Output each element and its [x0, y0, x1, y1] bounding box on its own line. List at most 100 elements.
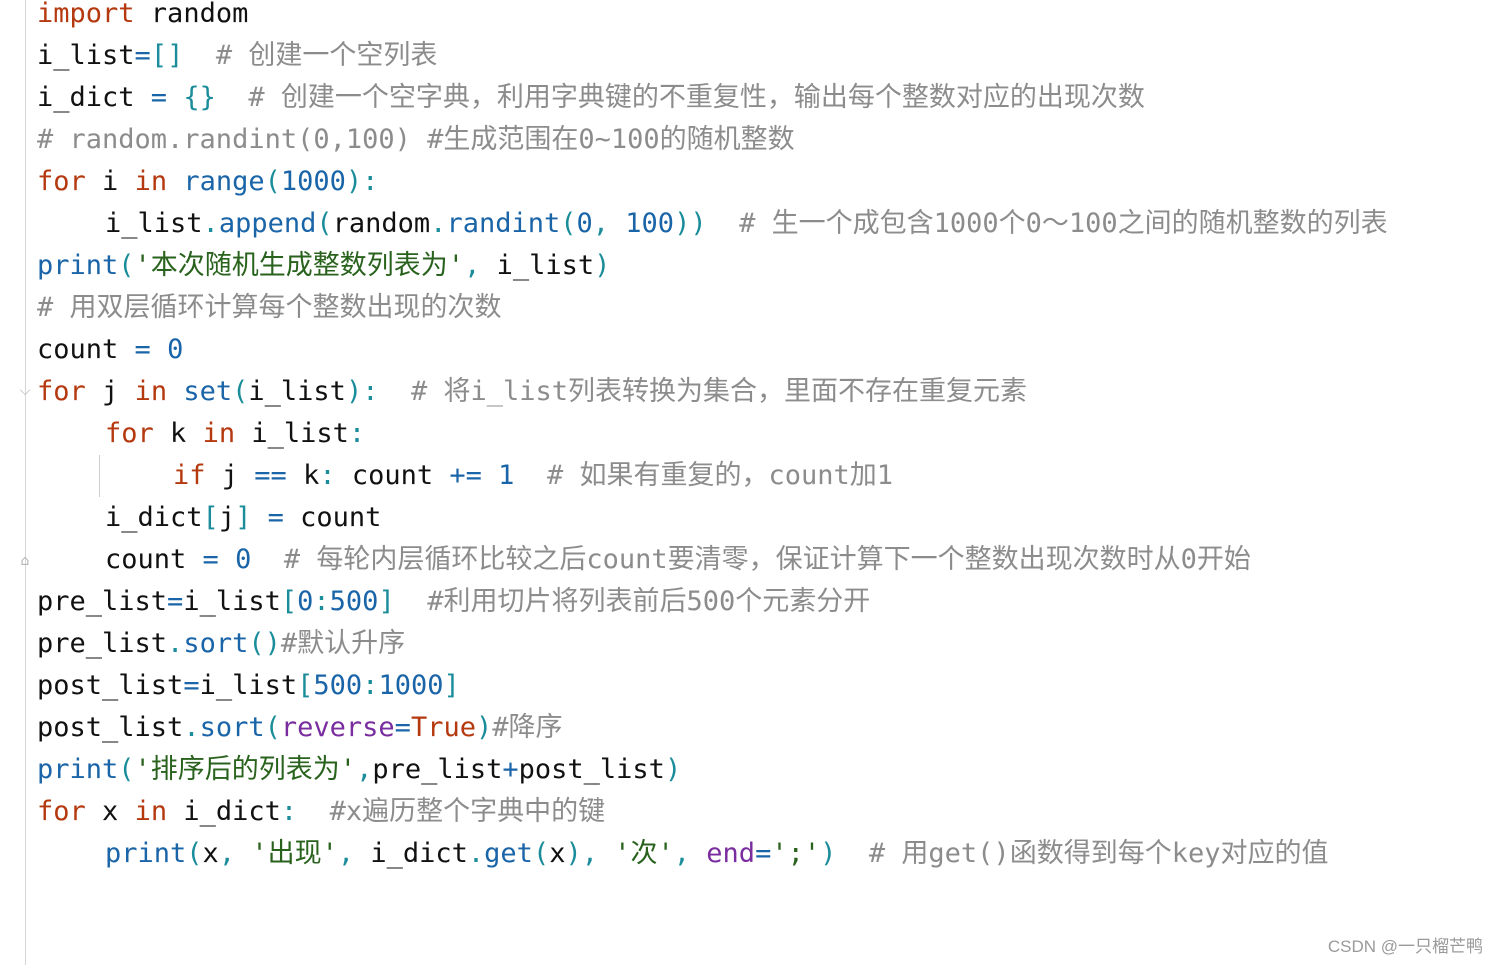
code-token: reverse: [280, 712, 395, 743]
code-token: for: [37, 166, 86, 197]
code-token: ):: [345, 166, 379, 197]
code-token: ,: [337, 838, 371, 869]
code-token: 1: [498, 460, 515, 491]
code-token: :: [280, 796, 298, 827]
code-token: +=: [449, 460, 482, 491]
code-token: :: [319, 460, 336, 491]
code-token: ,: [356, 754, 373, 785]
code-token: ),: [565, 838, 615, 869]
code-token: # random.randint(0,100) #生成范围在0~100的随机整数: [37, 124, 795, 155]
code-line[interactable]: for k in i_list:: [37, 413, 1498, 455]
code-token: 0: [297, 586, 314, 617]
code-token: =: [134, 334, 151, 365]
code-token: in: [134, 166, 168, 197]
code-token: 1000: [378, 670, 444, 701]
code-token: count: [283, 502, 382, 533]
code-line[interactable]: count = 0 # 每轮内层循环比较之后count要清零，保证计算下一个整数…: [37, 539, 1498, 581]
watermark: CSDN @一只榴芒鸭: [1327, 937, 1483, 956]
code-token: range: [183, 166, 265, 197]
code-token: ,: [673, 838, 707, 869]
code-token: for: [37, 796, 86, 827]
code-line[interactable]: print(x, '出现', i_dict.get(x), '次', end='…: [37, 833, 1498, 875]
code-token: pre_list: [372, 754, 503, 785]
code-token: i_list: [183, 586, 281, 617]
code-line[interactable]: pre_list=i_list[0:500] #利用切片将列表前后500个元素分…: [37, 581, 1498, 623]
code-token: =: [755, 838, 772, 869]
code-token: count: [335, 460, 450, 491]
code-token: '本次随机生成整数列表为': [134, 250, 465, 281]
code-token: i_dict: [37, 82, 151, 113]
code-token: i_dict: [105, 502, 203, 533]
code-token: j: [85, 376, 135, 407]
code-token: sort: [199, 712, 265, 743]
code-token: randint: [446, 208, 561, 239]
code-token: )): [674, 208, 707, 239]
code-token: []: [150, 40, 184, 71]
code-token: # 生一个成包含1000个0～100之间的随机整数的列表: [706, 208, 1388, 239]
code-line[interactable]: i_dict = {} # 创建一个空字典，利用字典键的不重复性，输出每个整数对…: [37, 77, 1498, 119]
fold-open-icon[interactable]: ⌵: [19, 383, 31, 399]
code-line[interactable]: for x in i_dict: #x遍历整个字典中的键: [37, 791, 1498, 833]
code-token: ,: [218, 838, 252, 869]
code-token: 1000: [280, 166, 346, 197]
code-token: +: [502, 754, 519, 785]
code-token: =: [267, 502, 284, 533]
gutter-divider: [25, 0, 26, 965]
code-line[interactable]: post_list=i_list[500:1000]: [37, 665, 1498, 707]
code-token: k: [286, 460, 320, 491]
code-token: # 创建一个空字典，利用字典键的不重复性，输出每个整数对应的出现次数: [215, 82, 1145, 113]
code-token: ): [664, 754, 682, 785]
code-token: print: [37, 754, 119, 785]
code-token: ]: [235, 502, 252, 533]
code-token: # 每轮内层循环比较之后count要清零，保证计算下一个整数出现次数时从0开始: [251, 544, 1251, 575]
code-line[interactable]: print('本次随机生成整数列表为', i_list): [37, 245, 1498, 287]
code-line[interactable]: # random.randint(0,100) #生成范围在0~100的随机整数: [37, 119, 1498, 161]
code-line[interactable]: pre_list.sort()#默认升序: [37, 623, 1498, 665]
code-token: =: [134, 40, 151, 71]
code-token: for: [105, 418, 154, 449]
code-token: [151, 334, 167, 365]
code-token: #默认升序: [280, 628, 406, 659]
code-token: [167, 82, 183, 113]
code-token: in: [134, 376, 168, 407]
code-line[interactable]: i_list=[] # 创建一个空列表: [37, 35, 1498, 77]
code-token: [167, 376, 183, 407]
code-line[interactable]: import random: [37, 0, 1498, 35]
code-token: x: [549, 838, 566, 869]
code-token: .: [430, 208, 447, 239]
fold-close-icon[interactable]: ⌂: [20, 553, 30, 569]
code-token: [219, 544, 235, 575]
code-token: [167, 166, 183, 197]
code-token: i_list: [235, 418, 349, 449]
code-token: ]: [443, 670, 460, 701]
code-token: import: [37, 0, 135, 29]
code-token: ):: [345, 376, 379, 407]
code-line[interactable]: for j in set(i_list): # 将i_list列表转换为集合，里…: [37, 371, 1498, 413]
code-token: (: [232, 376, 249, 407]
code-token: :: [348, 418, 366, 449]
code-token: i_list: [496, 250, 595, 281]
code-token: {}: [183, 82, 216, 113]
code-token: True: [410, 712, 476, 743]
code-token: print: [105, 838, 187, 869]
code-line[interactable]: post_list.sort(reverse=True)#降序: [37, 707, 1498, 749]
code-token: '排序后的列表为': [134, 754, 357, 785]
code-token: pre_list: [37, 628, 168, 659]
code-line[interactable]: if j == k: count += 1 # 如果有重复的，count加1: [37, 455, 1498, 497]
code-line[interactable]: for i in range(1000):: [37, 161, 1498, 203]
code-line[interactable]: # 用双层循环计算每个整数出现的次数: [37, 287, 1498, 329]
code-token: [: [202, 502, 219, 533]
code-token: (: [316, 208, 333, 239]
code-line[interactable]: count = 0: [37, 329, 1498, 371]
code-line[interactable]: i_dict[j] = count: [37, 497, 1498, 539]
code-token: j: [218, 502, 236, 533]
code-token: (: [264, 166, 281, 197]
code-line[interactable]: print('排序后的列表为',pre_list+post_list): [37, 749, 1498, 791]
code-token: set: [183, 376, 233, 407]
code-token: =: [394, 712, 411, 743]
code-token: post_list: [37, 670, 184, 701]
code-line[interactable]: i_list.append(random.randint(0, 100)) # …: [37, 203, 1498, 245]
code-token: i_list: [37, 40, 135, 71]
